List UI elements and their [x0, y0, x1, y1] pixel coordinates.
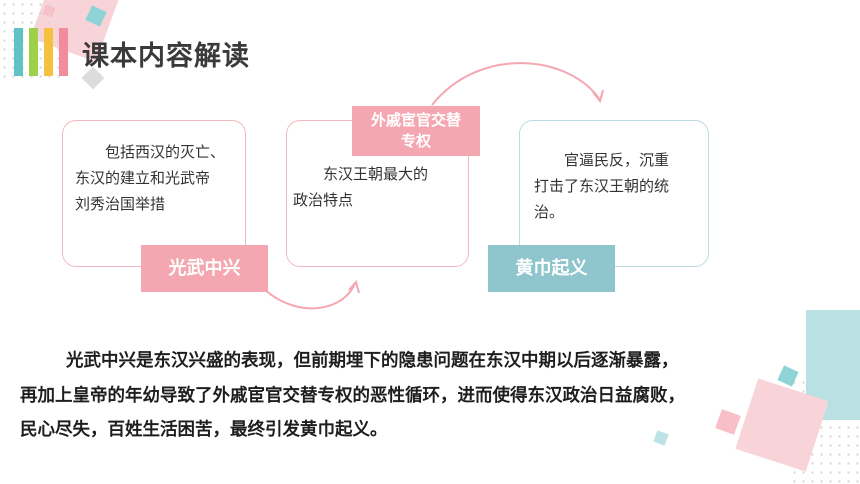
tag-huangjin: 黄巾起义: [488, 245, 615, 292]
title-bar-lime: [29, 28, 38, 76]
summary-line: 再加上皇帝的年幼导致了外戚宦官交替专权的恶性循环，进而使得东汉政治日益腐败，: [20, 385, 685, 406]
card-text-line: 刘秀治国举措: [75, 195, 166, 213]
title-bar-teal: [14, 28, 23, 76]
card-text-line: 东汉的建立和光武帝: [75, 169, 211, 187]
summary-paragraph: 光武中兴是东汉兴盛的表现，但前期埋下的隐患问题在东汉中期以后逐渐暴露， 再加上皇…: [20, 344, 840, 448]
card-text-line: 政治特点: [293, 191, 354, 209]
tag-guangwu: 光武中兴: [141, 245, 268, 292]
card-waiqi-text: 东汉王朝最大的 政治特点: [293, 161, 463, 213]
card-huangjin: 官逼民反，沉重 打击了东汉王朝的统 治。: [519, 120, 709, 267]
card-text-line: 包括西汉的灭亡、: [105, 143, 226, 161]
card-guangwu-text: 包括西汉的灭亡、 东汉的建立和光武帝 刘秀治国举措: [75, 139, 245, 217]
summary-line: 民心尽失，百姓生活困苦，最终引发黄巾起义。: [20, 420, 388, 440]
card-text-line: 官逼民反，沉重: [564, 151, 670, 169]
tag-waiqi: 外戚宦官交替专权: [352, 106, 480, 156]
card-guangwu: 包括西汉的灭亡、 东汉的建立和光武帝 刘秀治国举措: [62, 120, 246, 267]
card-text-line: 治。: [534, 203, 565, 221]
arrow-card2-to-card3: [431, 62, 601, 106]
page-title: 课本内容解读: [82, 41, 250, 72]
arrow-card1-to-card2: [264, 282, 356, 310]
title-bar-pink: [59, 28, 68, 76]
title-bar-yellow: [44, 28, 53, 76]
arrow-head-top: [592, 89, 604, 104]
card-huangjin-text: 官逼民反，沉重 打击了东汉王朝的统 治。: [534, 147, 706, 225]
card-text-line: 东汉王朝最大的: [323, 165, 429, 183]
card-text-line: 打击了东汉王朝的统: [534, 177, 670, 195]
summary-line: 光武中兴是东汉兴盛的表现，但前期埋下的隐患问题在东汉中期以后逐渐暴露，: [66, 351, 679, 371]
arrow-head-bottom: [348, 279, 360, 294]
